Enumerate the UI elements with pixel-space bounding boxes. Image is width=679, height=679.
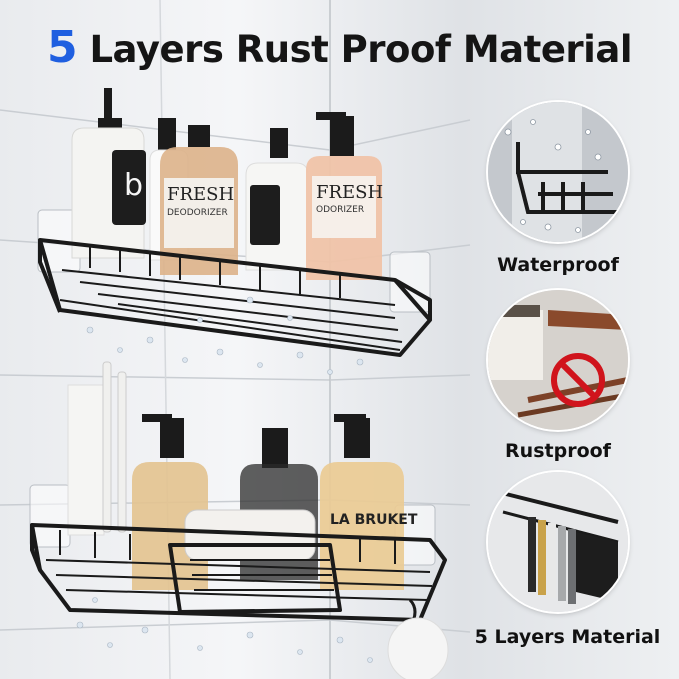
bottle-label-fresh: FRESH: [167, 184, 234, 205]
headline-text: Layers Rust Proof Material: [89, 28, 633, 71]
top-shelf: [38, 238, 432, 357]
headline: 5 Layers Rust Proof Material: [0, 22, 679, 73]
bottom-bottles: LA BRUKET: [67, 361, 418, 590]
layers-circle: [488, 472, 628, 612]
bottle-label-letter: b: [124, 168, 143, 203]
headline-number: 5: [46, 22, 78, 73]
no-rust-sign-icon: [488, 290, 628, 430]
rustproof-label: Rustproof: [505, 440, 611, 462]
waterproof-circle: [488, 102, 628, 242]
layered-metal-icon: [488, 472, 628, 612]
loofah: [387, 617, 449, 679]
bottle-label-fresh-right: FRESH: [316, 182, 383, 203]
waterproof-label: Waterproof: [497, 254, 619, 276]
rustproof-circle: [488, 290, 628, 430]
top-bottles: b FRESH DEODORIZER FRESH ODORIZER: [71, 88, 383, 280]
bottle-label-sub: DEODORIZER: [167, 208, 228, 218]
water-drops-top: [86, 296, 364, 375]
bottle-label-brand: LA BRUKET: [330, 512, 418, 528]
water-drops-bottom: [76, 597, 373, 663]
layers-label: 5 Layers Material: [474, 626, 661, 648]
water-droplets-icon: [488, 102, 628, 242]
bottle-label-sub-right: ODORIZER: [316, 205, 364, 215]
